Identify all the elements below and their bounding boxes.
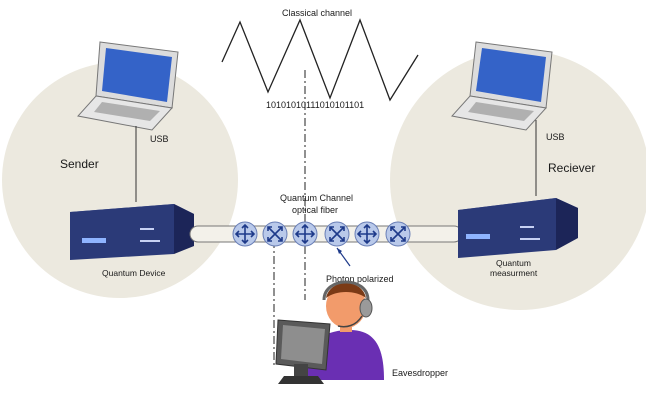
quantum-measurement-label-line2: measurment (490, 268, 538, 278)
polarizer-2 (262, 221, 288, 247)
polarizer-6 (385, 221, 411, 247)
quantum-measurement-device-icon (458, 198, 578, 258)
polarizer-4 (324, 221, 350, 247)
photon-pointer-arrowhead (337, 248, 342, 254)
eavesdropper-label: Eavesdropper (392, 368, 448, 378)
photon-polarized-label: Photon polarized (326, 274, 394, 284)
classical-channel-label: Classical channel (282, 8, 352, 18)
quantum-channel-label: Quantum Channel (280, 193, 353, 203)
receiver-laptop-icon (451, 41, 553, 131)
polarizer-1 (232, 221, 258, 247)
quantum-measurement-label-line1: Quantum (496, 258, 531, 268)
polarizer-5 (354, 221, 380, 247)
sender-label: Sender (60, 157, 99, 171)
classical-channel-zigzag (221, 18, 419, 102)
polarizer-3 (292, 221, 318, 247)
sender-laptop-icon (77, 41, 179, 131)
usb-label-right: USB (546, 132, 565, 142)
optical-fiber-label: optical fiber (292, 205, 338, 215)
usb-label-left: USB (150, 134, 169, 144)
receiver-label: Reciever (548, 161, 595, 175)
eavesdropper-monitor-icon (275, 319, 331, 384)
quantum-device-label: Quantum Device (102, 268, 166, 278)
quantum-device-icon (70, 204, 194, 260)
bitstring-label: 10101010111010101101 (266, 100, 364, 110)
